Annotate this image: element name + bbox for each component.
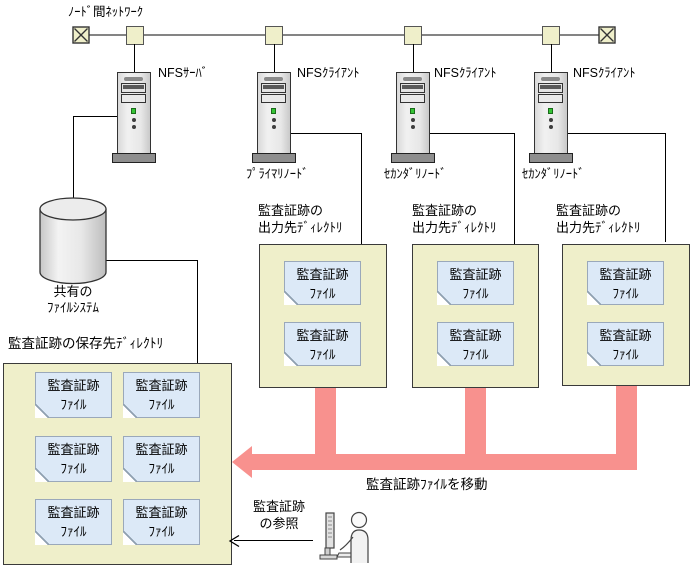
nfs-client-tower-icon — [252, 72, 296, 164]
client3-outputdir-line — [558, 133, 666, 135]
server-storage-line — [73, 116, 118, 118]
move-arrow-shaft — [250, 454, 637, 470]
shared-filesystem-label: 共有の ﾌｧｲﾙｼｽﾃﾑ — [47, 284, 99, 315]
audit-file-note: 監査証跡 ﾌｧｲﾙ — [587, 261, 664, 305]
shared-filesystem-icon — [39, 197, 107, 285]
nfs-client-tower-icon — [529, 72, 573, 164]
user-at-computer-icon — [319, 511, 369, 563]
move-arrow-branch — [465, 388, 486, 470]
node-label: NFSｸﾗｲｱﾝﾄ — [297, 66, 360, 80]
move-arrow-branch — [315, 388, 336, 470]
output-directory-label: 監査証跡の 出力先ﾃﾞｨﾚｸﾄﾘ — [412, 203, 497, 235]
reference-label: 監査証跡 の参照 — [252, 499, 305, 531]
audit-file-note: 監査証跡 ﾌｧｲﾙ — [35, 499, 112, 545]
tap-drop-line — [274, 44, 276, 72]
network-label: ﾉｰﾄﾞ間ﾈｯﾄﾜｰｸ — [68, 5, 144, 19]
audit-file-note: 監査証跡 ﾌｧｲﾙ — [437, 261, 514, 305]
save-directory-label: 監査証跡の保存先ﾃﾞｨﾚｸﾄﾘ — [8, 336, 164, 351]
tap-drop-line — [413, 44, 415, 72]
client3-outputdir-line — [665, 133, 667, 242]
audit-file-note: 監査証跡 ﾌｧｲﾙ — [35, 436, 112, 482]
audit-file-note: 監査証跡 ﾌｧｲﾙ — [35, 372, 112, 418]
node-label: NFSｸﾗｲｱﾝﾄ — [434, 66, 497, 80]
client1-outputdir-line — [281, 133, 362, 135]
node-label: NFSｻｰﾊﾞ — [158, 66, 209, 80]
node-role-label: ｾｶﾝﾀﾞﾘﾉｰﾄﾞ — [522, 167, 585, 181]
audit-file-note: 監査証跡 ﾌｧｲﾙ — [284, 261, 361, 305]
nfs-client-tower-icon — [391, 72, 435, 164]
node-role-label: ﾌﾟﾗｲﾏﾘﾉｰﾄﾞ — [246, 167, 309, 181]
network-bus-line — [86, 34, 602, 37]
tap-drop-line — [551, 44, 553, 72]
network-tap — [126, 26, 144, 45]
network-tap — [265, 26, 283, 45]
power-led — [410, 108, 415, 114]
bus-terminator-right-icon — [598, 26, 616, 44]
move-arrow-branch — [616, 386, 637, 470]
audit-file-note: 監査証跡 ﾌｧｲﾙ — [123, 499, 200, 545]
tap-drop-line — [134, 44, 136, 72]
bus-terminator-left-icon — [72, 26, 90, 44]
power-led — [548, 108, 553, 114]
audit-file-note: 監査証跡 ﾌｧｲﾙ — [284, 322, 361, 366]
power-led — [131, 108, 136, 114]
nfs-server-tower-icon — [112, 72, 156, 164]
reference-arrow-head — [228, 534, 240, 548]
client1-outputdir-line — [361, 133, 363, 244]
storage-savedir-line — [197, 260, 199, 363]
server-storage-line — [73, 116, 75, 199]
audit-file-note: 監査証跡 ﾌｧｲﾙ — [437, 322, 514, 366]
reference-arrow-line — [234, 540, 313, 542]
network-tap — [404, 26, 422, 45]
node-role-label: ｾｶﾝﾀﾞﾘﾉｰﾄﾞ — [384, 167, 447, 181]
client2-outputdir-line — [514, 133, 516, 244]
storage-savedir-line — [82, 260, 198, 262]
output-directory-label: 監査証跡の 出力先ﾃﾞｨﾚｸﾄﾘ — [258, 203, 343, 235]
node-label: NFSｸﾗｲｱﾝﾄ — [573, 66, 636, 80]
output-directory-label: 監査証跡の 出力先ﾃﾞｨﾚｸﾄﾘ — [556, 203, 641, 235]
network-tap — [542, 26, 560, 45]
audit-file-note: 監査証跡 ﾌｧｲﾙ — [587, 322, 664, 366]
move-arrow-label: 監査証跡ﾌｧｲﾙを移動 — [366, 477, 488, 492]
audit-file-note: 監査証跡 ﾌｧｲﾙ — [123, 372, 200, 418]
move-arrow-head — [232, 446, 252, 478]
audit-file-note: 監査証跡 ﾌｧｲﾙ — [123, 436, 200, 482]
power-led — [271, 108, 276, 114]
client2-outputdir-line — [420, 133, 515, 135]
